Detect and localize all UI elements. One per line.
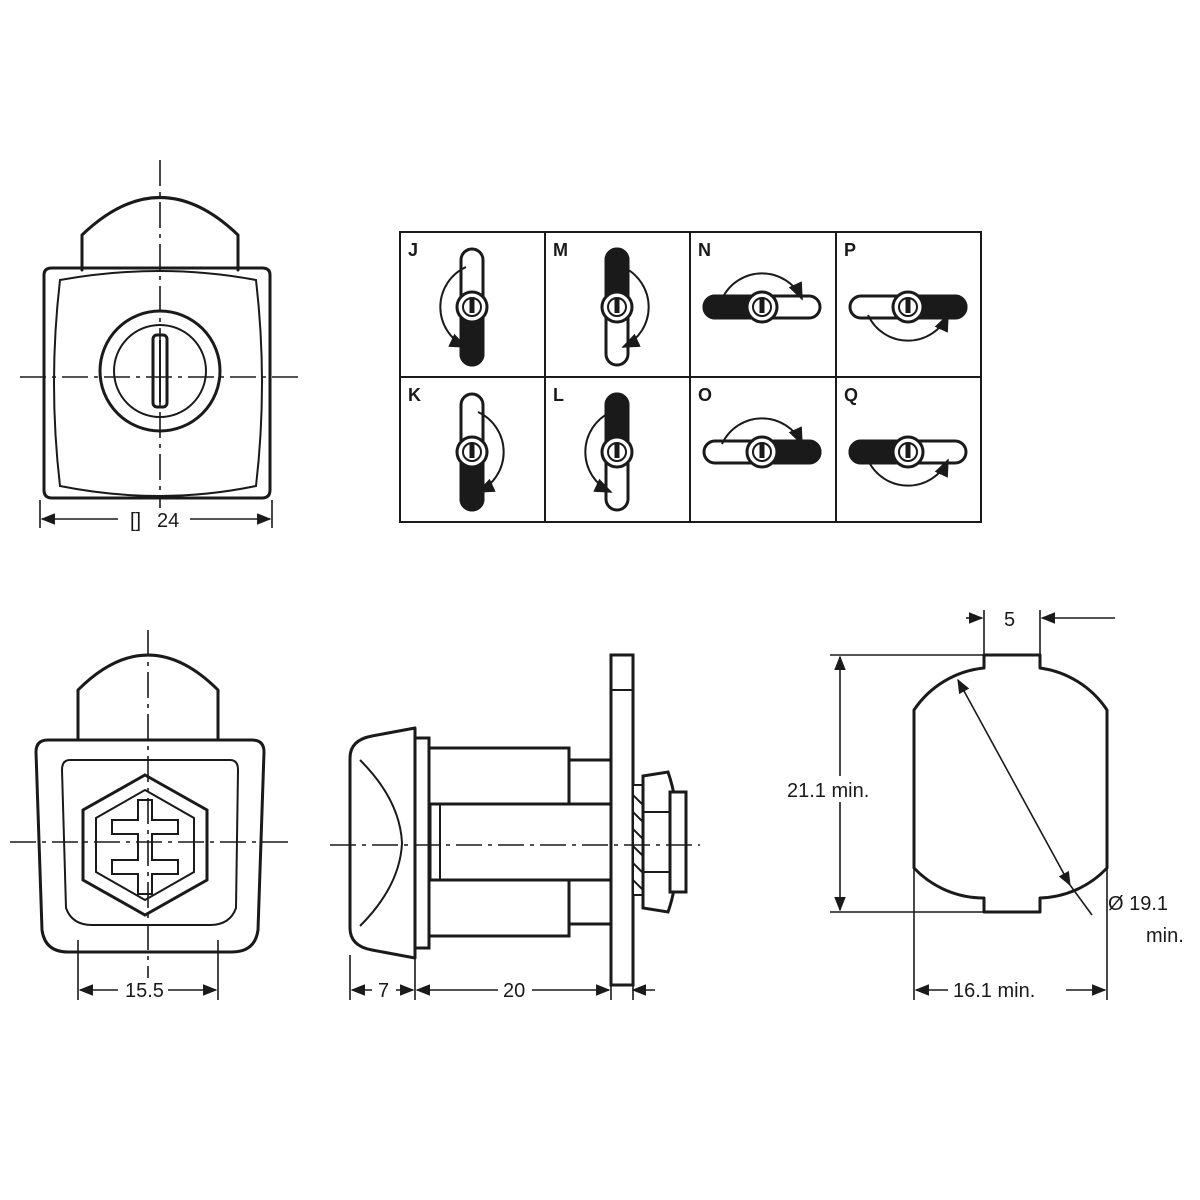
- cutout-height-dim: 21.1 min.: [787, 780, 869, 802]
- cutout-top-dim: 5: [1004, 609, 1015, 631]
- panel-cutout: 5 21.1 min. Ø 19.1 min. 16.1 min.: [782, 606, 1184, 1002]
- rotation-arrow: [867, 313, 949, 342]
- cam-position-letter: K: [408, 385, 421, 405]
- rotation-arrow: [476, 411, 505, 493]
- rear-view: 15.5: [10, 630, 290, 1002]
- cam-position-cell: J: [408, 240, 489, 367]
- cam-position-letter: Q: [844, 385, 858, 405]
- cam-position-letter: J: [408, 240, 418, 260]
- rotation-arrow: [621, 266, 650, 348]
- cam-position-cell: K: [408, 385, 505, 512]
- front-square-symbol: []: [130, 510, 141, 532]
- cam-position-cell: O: [698, 385, 822, 469]
- rear-width-dim: 15.5: [125, 980, 164, 1002]
- cam-position-cell: M: [553, 240, 650, 367]
- rotation-arrow: [584, 411, 613, 493]
- cutout-width-dim: 16.1 min.: [953, 980, 1035, 1002]
- cutout-diameter-note: min.: [1146, 925, 1184, 947]
- rotation-arrow: [867, 458, 949, 487]
- side-dim-b: 20: [503, 980, 525, 1002]
- cam-position-cell: L: [553, 385, 634, 512]
- cam-position-letter: M: [553, 240, 568, 260]
- cam-position-letter: P: [844, 240, 856, 260]
- cam-position-letter: L: [553, 385, 564, 405]
- rotation-arrow: [439, 266, 468, 348]
- rotation-arrow: [721, 272, 803, 301]
- cam-position-cell: N: [698, 240, 822, 324]
- cutout-diameter-dim: Ø 19.1: [1108, 893, 1168, 915]
- cam-position-letter: O: [698, 385, 712, 405]
- side-view: 7 20: [330, 653, 700, 1002]
- cam-position-letter: N: [698, 240, 711, 260]
- front-width-dim: 24: [157, 510, 179, 532]
- cam-position-cell: P: [844, 240, 968, 342]
- cam-position-cell: Q: [844, 385, 968, 487]
- cam-position-grid: J M N P K L O Q: [399, 231, 982, 523]
- side-dim-a: 7: [378, 980, 389, 1002]
- front-view: [] 24: [20, 160, 300, 532]
- rotation-arrow: [721, 417, 803, 446]
